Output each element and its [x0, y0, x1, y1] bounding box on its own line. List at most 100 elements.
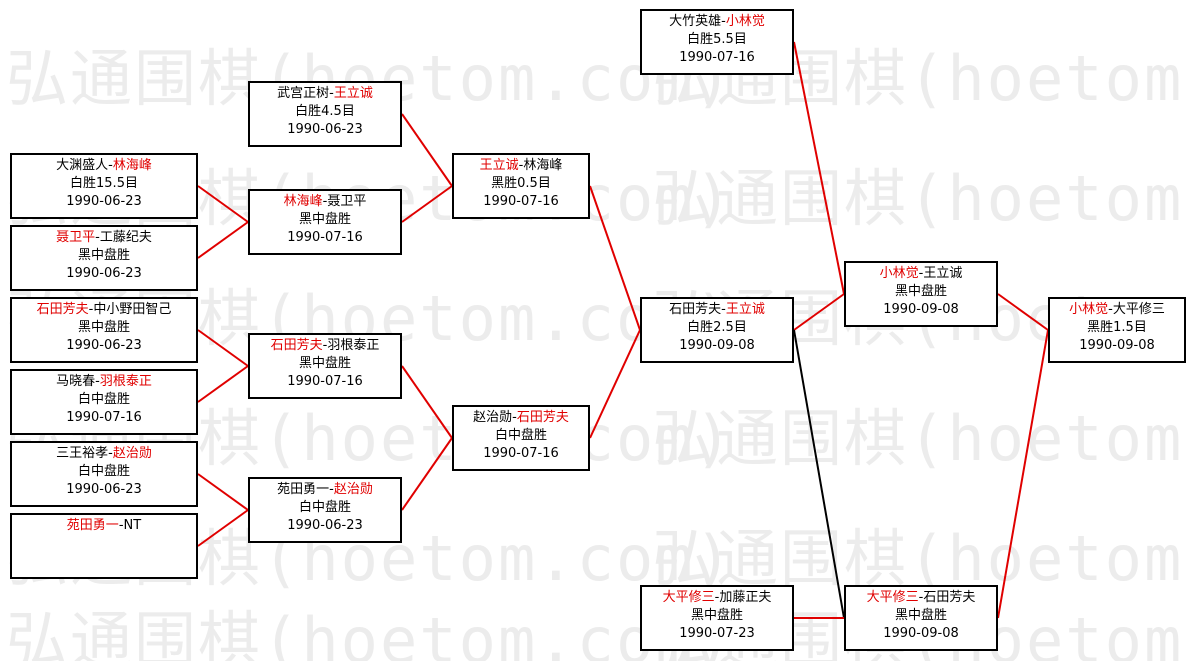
match-result: 黑中盘胜 [894, 608, 947, 623]
player-black: 大竹英雄 [669, 14, 722, 29]
match-result: 黑胜1.5目 [1087, 320, 1147, 335]
match-box: 聂卫平-工藤纪夫黑中盘胜 1990-06-23 [10, 225, 198, 291]
player-black: 三王裕孝 [56, 446, 109, 461]
connector-win [401, 113, 453, 187]
player-black: 石田芳夫 [36, 302, 89, 317]
match-result: 白胜5.5目 [687, 32, 747, 47]
player-black: 马晓春 [56, 374, 96, 389]
player-black: 聂卫平 [56, 230, 96, 245]
player-white: 中小野田智己 [93, 302, 172, 317]
match-players: 王立诚-林海峰 [479, 158, 563, 173]
match-players: 马晓春-羽根泰正 [56, 374, 152, 389]
match-result: 黑中盘胜 [298, 356, 351, 371]
connector-win [589, 185, 641, 331]
player-white: 石田芳夫 [516, 410, 569, 425]
match-players: 大平修三-加藤正夫 [662, 590, 772, 605]
match-date: 1990-07-23 [679, 626, 755, 641]
player-white: 小林觉 [725, 14, 765, 29]
match-box-final: 小林觉-大平修三黑胜1.5目 1990-09-08 [1048, 297, 1186, 363]
match-players: 苑田勇一-赵治勋 [277, 482, 373, 497]
connector-win [197, 473, 249, 511]
match-date: 1990-09-08 [1079, 338, 1155, 353]
match-players: 石田芳夫-羽根泰正 [270, 338, 380, 353]
player-white: 大平修三 [1112, 302, 1165, 317]
match-players: 石田芳夫-中小野田智己 [36, 302, 172, 317]
player-black: 苑田勇一 [66, 518, 119, 533]
match-date: 1990-06-23 [66, 194, 142, 209]
connector-win [997, 293, 1049, 331]
player-white: 加藤正夫 [719, 590, 772, 605]
match-date: 1990-07-16 [483, 194, 559, 209]
match-date: 1990-07-16 [287, 374, 363, 389]
match-players: 武宫正树-王立诚 [277, 86, 373, 101]
match-box: 林海峰-聂卫平黑中盘胜 1990-07-16 [248, 189, 402, 255]
connector-win [197, 329, 249, 367]
connector-win [197, 185, 249, 223]
player-black: 林海峰 [283, 194, 323, 209]
player-white: 林海峰 [523, 158, 563, 173]
player-white: 王立诚 [923, 266, 963, 281]
match-date: 1990-09-08 [679, 338, 755, 353]
match-result: 黑中盘胜 [77, 248, 130, 263]
player-black: 苑田勇一 [277, 482, 330, 497]
match-result: 白中盘胜 [298, 500, 351, 515]
match-date: 1990-07-16 [287, 230, 363, 245]
player-white: 赵治勋 [112, 446, 152, 461]
match-players: 苑田勇一-NT [66, 518, 142, 533]
match-players: 三王裕孝-赵治勋 [56, 446, 152, 461]
player-white: 王立诚 [333, 86, 373, 101]
player-black: 大平修三 [662, 590, 715, 605]
player-black: 石田芳夫 [669, 302, 722, 317]
player-white: 林海峰 [112, 158, 152, 173]
connector-win [401, 437, 453, 511]
match-players: 聂卫平-工藤纪夫 [56, 230, 152, 245]
match-date: 1990-07-16 [483, 446, 559, 461]
player-white: 羽根泰正 [99, 374, 152, 389]
match-box: 石田芳夫-羽根泰正黑中盘胜 1990-07-16 [248, 333, 402, 399]
match-players: 小林觉-大平修三 [1069, 302, 1165, 317]
match-result: 黑中盘胜 [298, 212, 351, 227]
player-black: 大渊盛人 [56, 158, 109, 173]
match-players: 小林觉-王立诚 [879, 266, 963, 281]
connector-win [197, 365, 249, 403]
match-result: 黑胜0.5目 [491, 176, 551, 191]
match-players: 林海峰-聂卫平 [283, 194, 367, 209]
match-box: 苑田勇一-NT [10, 513, 198, 579]
match-result: 黑中盘胜 [77, 320, 130, 335]
connector-loss [793, 329, 845, 619]
connector-win [589, 329, 641, 439]
match-date: 1990-06-23 [66, 482, 142, 497]
match-date: 1990-06-23 [287, 122, 363, 137]
match-box: 大平修三-加藤正夫黑中盘胜 1990-07-23 [640, 585, 794, 651]
player-white: 石田芳夫 [923, 590, 976, 605]
match-result: 白中盘胜 [494, 428, 547, 443]
match-result: 白中盘胜 [77, 464, 130, 479]
player-white: 赵治勋 [333, 482, 373, 497]
connector-win [401, 185, 453, 223]
match-result: 白胜4.5目 [295, 104, 355, 119]
match-players: 赵治勋-石田芳夫 [473, 410, 569, 425]
match-date: 1990-09-08 [883, 302, 959, 317]
match-date: 1990-06-23 [66, 266, 142, 281]
player-black: 赵治勋 [473, 410, 513, 425]
match-players: 大渊盛人-林海峰 [56, 158, 152, 173]
player-white: 王立诚 [725, 302, 765, 317]
player-white: 羽根泰正 [327, 338, 380, 353]
connector-win [401, 365, 453, 439]
match-date: 1990-07-16 [679, 50, 755, 65]
match-result: 白胜15.5目 [70, 176, 138, 191]
player-black: 武宫正树 [277, 86, 330, 101]
connector-win [197, 509, 249, 547]
player-white: 聂卫平 [327, 194, 367, 209]
match-result: 黑中盘胜 [690, 608, 743, 623]
player-black: 小林觉 [1069, 302, 1109, 317]
match-date: 1990-09-08 [883, 626, 959, 641]
match-result: 白中盘胜 [77, 392, 130, 407]
match-result: 白胜2.5目 [687, 320, 747, 335]
match-players: 大竹英雄-小林觉 [669, 14, 765, 29]
